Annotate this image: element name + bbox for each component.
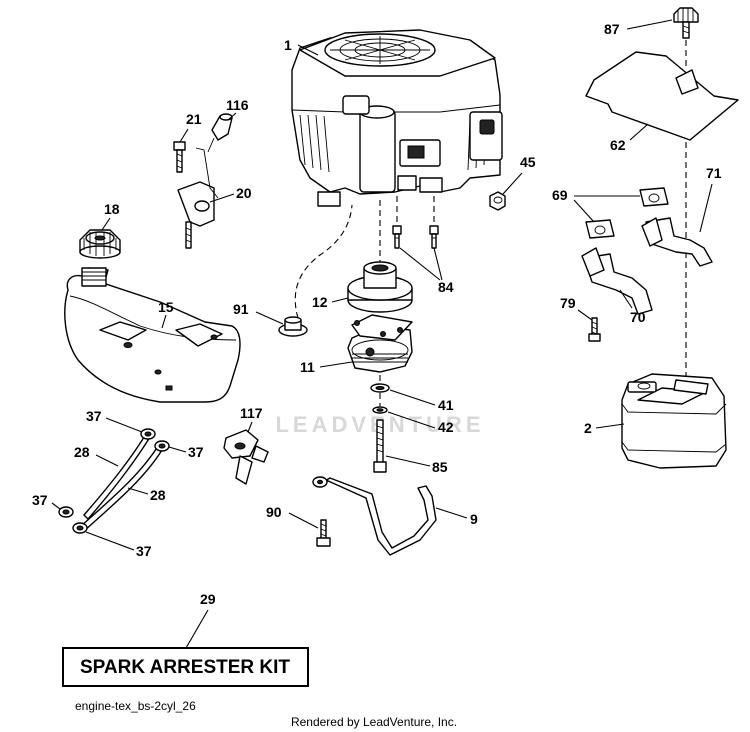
callout-1: 1 <box>284 37 292 53</box>
clutch-bolt-part[interactable] <box>373 419 387 473</box>
callout-9: 9 <box>470 511 478 527</box>
callout-90: 90 <box>266 504 282 520</box>
callout-2: 2 <box>584 420 592 436</box>
fuel-tank-part[interactable] <box>64 267 241 403</box>
credit: Rendered by LeadVenture, Inc. <box>291 715 457 729</box>
callout-84: 84 <box>438 279 454 295</box>
callout-12: 12 <box>312 294 328 310</box>
callout-69: 69 <box>552 187 568 203</box>
callout-28a: 28 <box>74 444 90 460</box>
bracket-part[interactable] <box>312 476 437 556</box>
callout-11: 11 <box>300 359 315 375</box>
clamp-d-part[interactable] <box>72 522 88 534</box>
callout-116: 116 <box>226 97 249 113</box>
callout-37d: 37 <box>136 543 152 559</box>
callout-37c: 37 <box>32 492 48 508</box>
lock-washer-part[interactable] <box>372 406 388 414</box>
callout-15: 15 <box>158 299 174 315</box>
exhaust-pipe-right-part[interactable] <box>641 217 713 267</box>
clamp-a-part[interactable] <box>140 428 156 440</box>
clutch-part[interactable] <box>347 314 413 373</box>
callout-28b: 28 <box>150 487 166 503</box>
spark-arrester-kit-label: SPARK ARRESTER KIT <box>80 657 290 678</box>
grommet-part[interactable] <box>278 316 308 337</box>
spark-arrester-kit-box[interactable] <box>62 647 309 687</box>
callout-91: 91 <box>233 301 249 317</box>
pipe-screw-part[interactable] <box>588 317 601 342</box>
callout-79: 79 <box>560 295 576 311</box>
pulley-part[interactable] <box>347 261 413 313</box>
bracket-screw-part[interactable] <box>316 519 331 547</box>
washer-part[interactable] <box>370 383 390 393</box>
callout-70: 70 <box>630 309 646 325</box>
gasket-part[interactable] <box>585 187 669 239</box>
file-name: engine-tex_bs-2cyl_26 <box>75 699 196 713</box>
callout-18: 18 <box>104 201 120 217</box>
callout-29: 29 <box>200 591 216 607</box>
callout-85: 85 <box>432 459 448 475</box>
muffler-part[interactable] <box>621 373 727 469</box>
callout-71: 71 <box>706 165 722 181</box>
callout-41: 41 <box>438 397 454 413</box>
clamp-b-part[interactable] <box>154 440 170 452</box>
bracket-bolt-part[interactable] <box>173 141 186 173</box>
nut-part[interactable] <box>489 191 506 211</box>
exhaust-pipe-left-part[interactable] <box>581 247 653 315</box>
tank-cap-part[interactable] <box>79 229 121 259</box>
callout-62: 62 <box>610 137 626 153</box>
heat-shield-part[interactable] <box>585 51 739 141</box>
callout-37a: 37 <box>86 408 102 424</box>
callout-42: 42 <box>438 419 454 435</box>
shield-knob-part[interactable] <box>673 7 699 39</box>
callout-21: 21 <box>186 111 202 127</box>
engine-part[interactable] <box>291 29 503 207</box>
clamp-c-part[interactable] <box>58 506 74 518</box>
callout-117: 117 <box>240 405 263 421</box>
fuel-valve-part[interactable] <box>223 429 269 485</box>
callout-87: 87 <box>604 21 620 37</box>
callout-20: 20 <box>236 185 252 201</box>
callout-37b: 37 <box>188 444 204 460</box>
engine-bolt-part[interactable] <box>392 225 439 249</box>
callout-45: 45 <box>520 154 536 170</box>
throttle-bracket-part[interactable] <box>177 147 219 249</box>
